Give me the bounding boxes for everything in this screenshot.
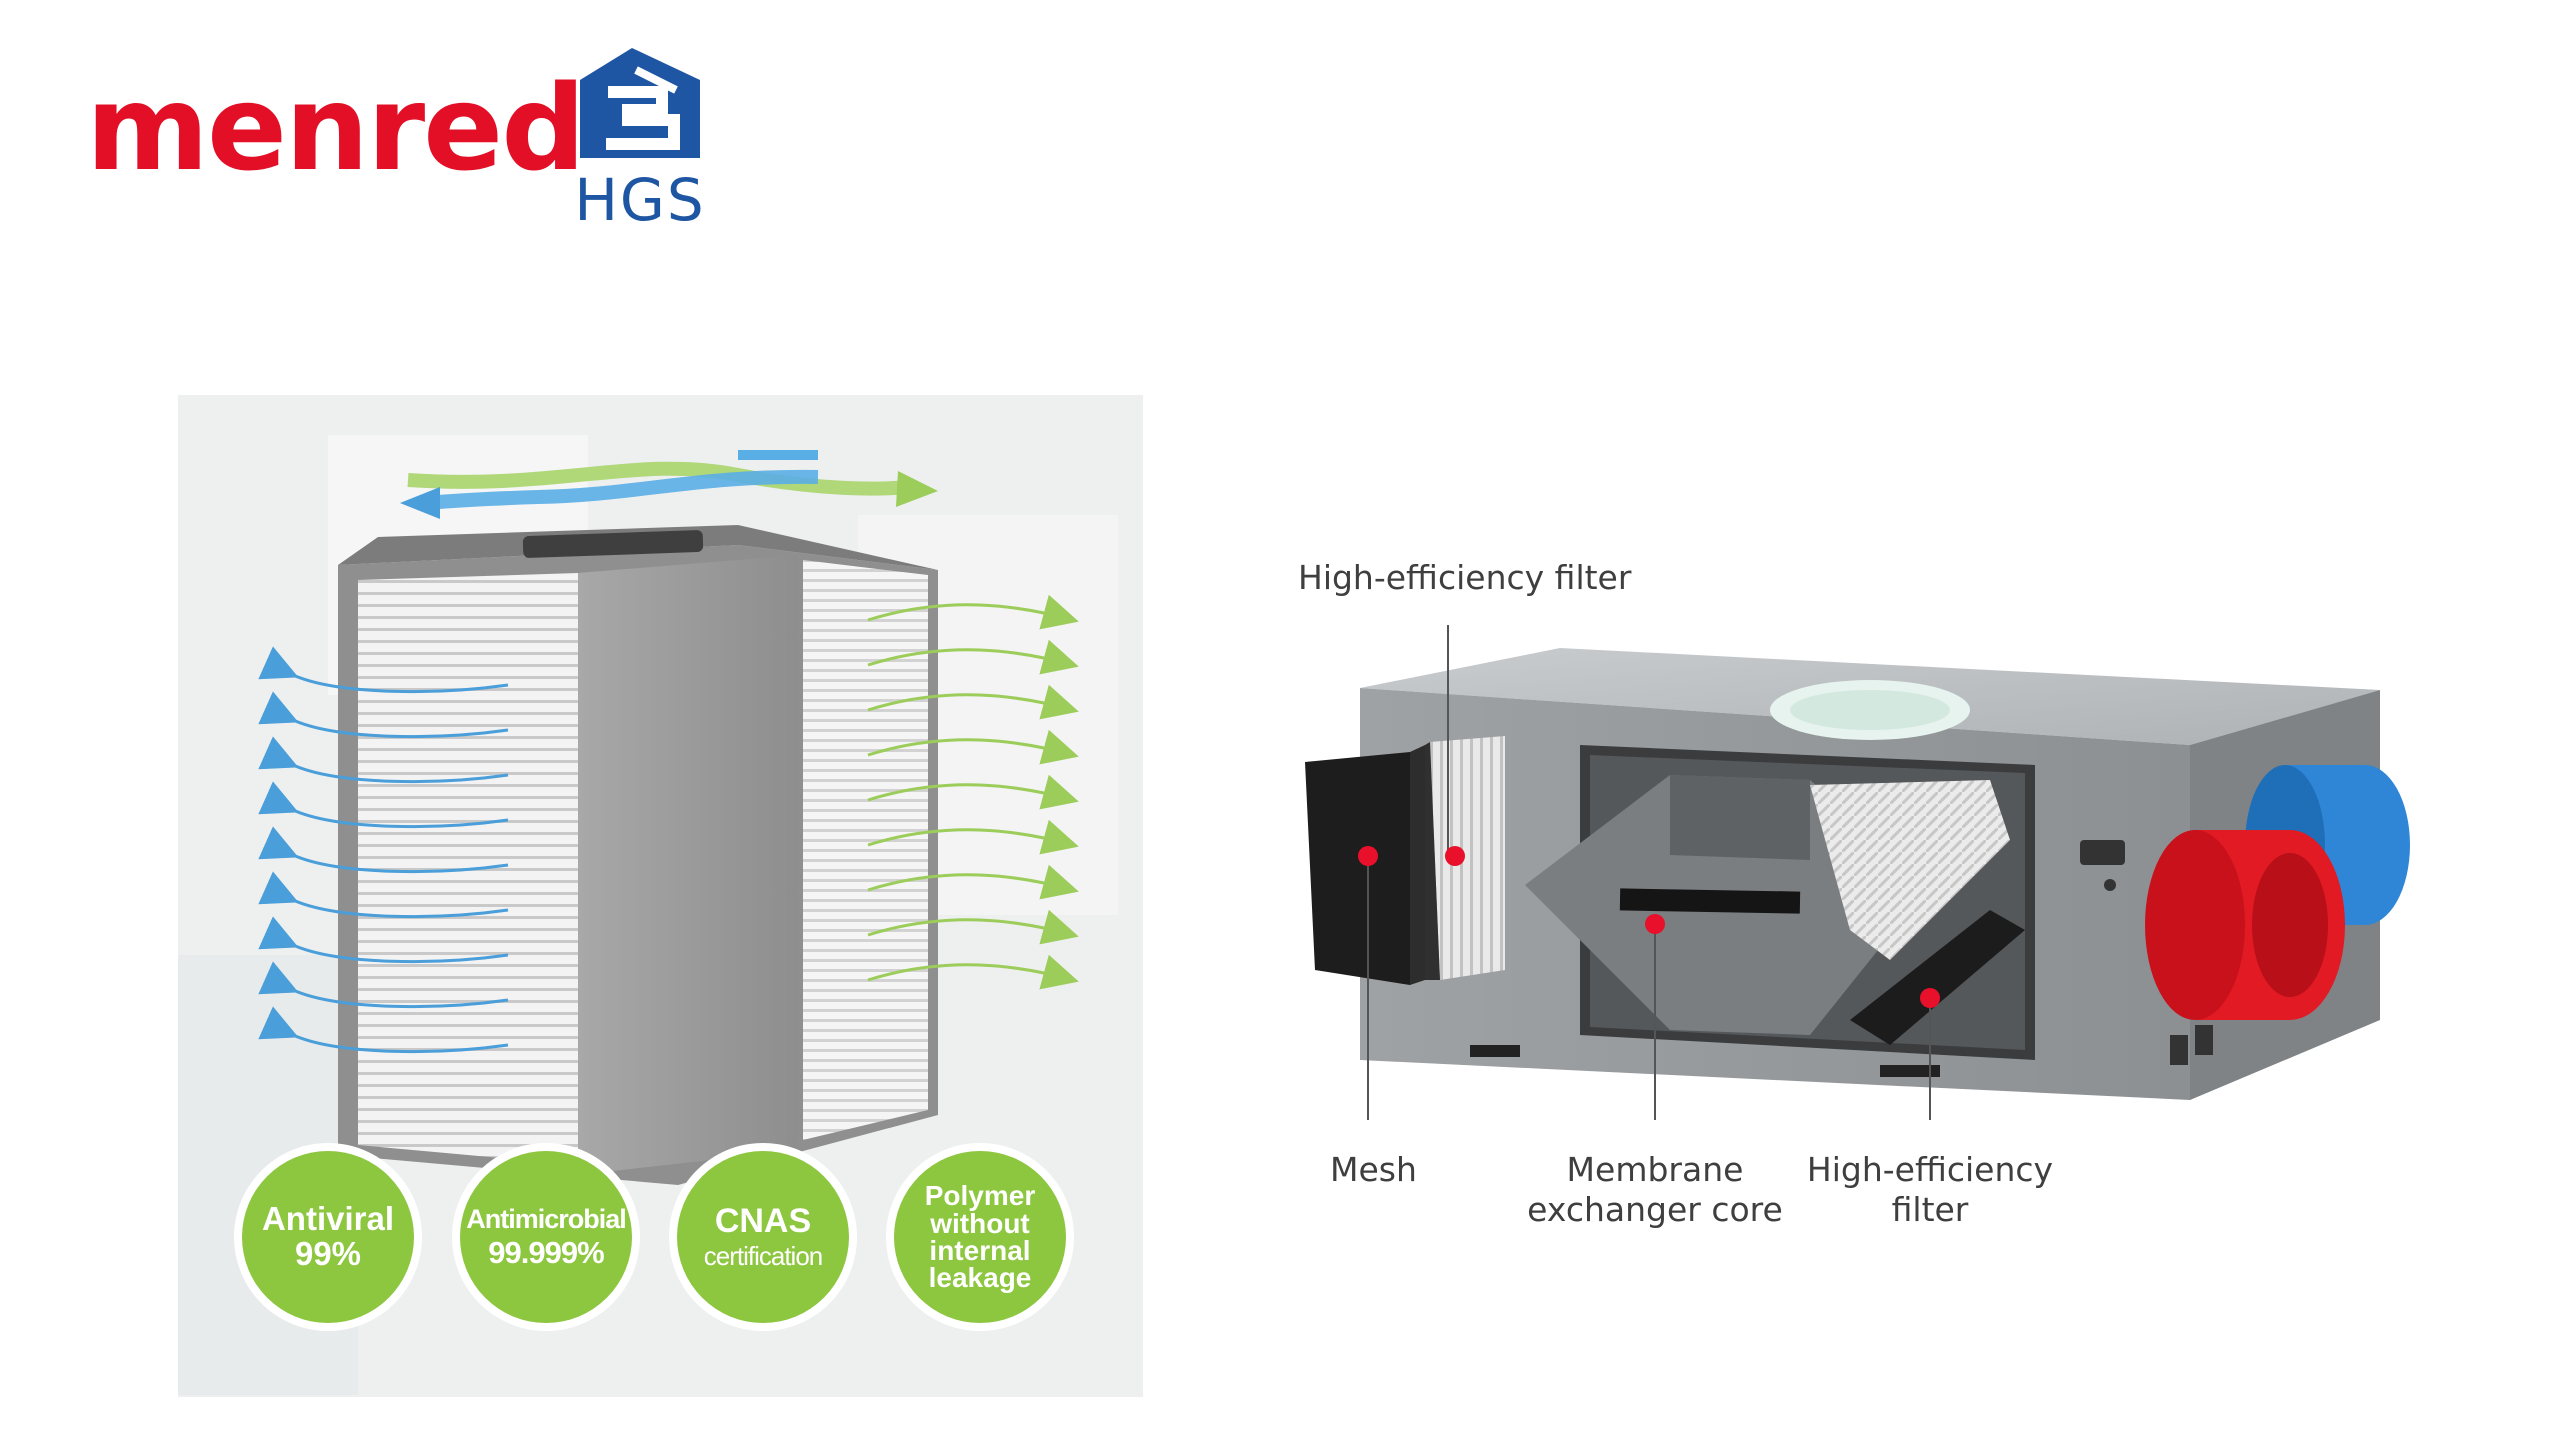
- leader-lines: [1367, 625, 1931, 1120]
- badge-polymer-line3: internal: [929, 1235, 1031, 1266]
- label-mesh: Mesh: [1330, 1150, 1417, 1189]
- badge-cnas: CNAS certification: [677, 1151, 849, 1323]
- badge-polymer-line1: Polymer: [924, 1180, 1036, 1212]
- badge-polymer-line2: without: [930, 1207, 1030, 1239]
- badge-polymer-line4: leakage: [928, 1262, 1032, 1294]
- label-efficiency-filter-line2: filter: [1891, 1190, 1969, 1229]
- purifier-illustration: Antiviral 99% Antimicrobial 99.999% CNAS…: [178, 395, 1143, 1397]
- badge-antimicrobial-title: Antimicrobial: [466, 1203, 627, 1234]
- badge-cnas-title: CNAS: [714, 1201, 812, 1240]
- badge-polymer: Polymer without internal leakage: [894, 1151, 1066, 1323]
- label-membrane-core: Membrane exchanger core: [1520, 1150, 1790, 1230]
- label-top-filter: High-efficiency filter: [1298, 558, 1632, 597]
- badge-antiviral-value: 99%: [294, 1235, 362, 1272]
- purifier-drawing: [178, 395, 1143, 1397]
- ventilation-unit-drawing: [1305, 625, 2410, 1120]
- menred-logo: menred: [86, 59, 586, 197]
- hgs-logo-text: HGS: [574, 166, 706, 234]
- label-efficiency-filter-line1: High-efficiency: [1806, 1150, 2054, 1189]
- blue-airflow-arrows: [258, 646, 509, 1054]
- badge-cnas-subtitle: certification: [703, 1241, 823, 1272]
- label-membrane-core-line2: exchanger core: [1527, 1190, 1783, 1229]
- badge-circles: [234, 1143, 1074, 1331]
- label-efficiency-filter: High-efficiency filter: [1800, 1150, 2060, 1230]
- ventilation-unit-diagram: High-efficiency filter Mesh Membrane exc…: [1290, 540, 2430, 1260]
- hgs-logo: HGS: [560, 40, 720, 234]
- badge-antiviral: Antiviral 99%: [242, 1151, 414, 1323]
- label-membrane-core-line1: Membrane: [1566, 1150, 1744, 1189]
- badge-antiviral-title: Antiviral: [261, 1200, 395, 1238]
- badge-antimicrobial-value: 99.999%: [488, 1234, 604, 1270]
- badge-antimicrobial: Antimicrobial 99.999%: [460, 1151, 632, 1323]
- marker-dots: [1358, 846, 1940, 1008]
- green-airflow-arrows: [867, 594, 1079, 990]
- hgs-house-icon: [580, 48, 700, 158]
